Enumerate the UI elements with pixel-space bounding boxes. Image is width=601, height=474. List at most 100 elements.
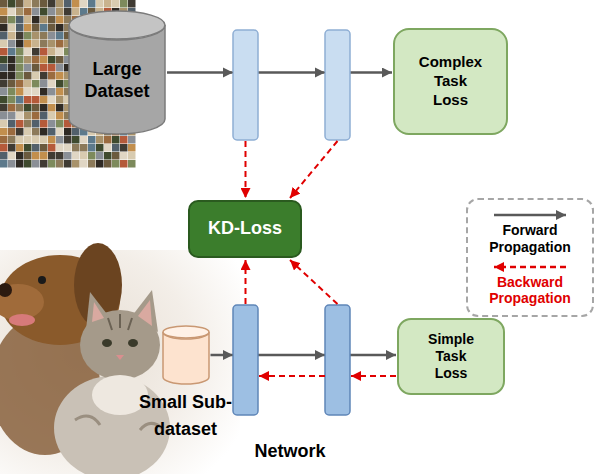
layer-block <box>325 30 350 140</box>
mosaic-tile <box>0 48 8 56</box>
mosaic-tile <box>64 160 72 168</box>
mosaic-tile <box>48 56 56 64</box>
mosaic-tile <box>72 152 80 160</box>
mosaic-tile <box>120 144 128 152</box>
mosaic-tile <box>0 24 8 32</box>
mosaic-tile <box>40 0 48 8</box>
mosaic-tile <box>56 24 64 32</box>
mosaic-tile <box>56 32 64 40</box>
mosaic-tile <box>24 88 32 96</box>
mosaic-tile <box>96 160 104 168</box>
mosaic-tile <box>40 24 48 32</box>
mosaic-tile <box>80 160 88 168</box>
mosaic-tile <box>0 0 8 8</box>
mosaic-tile <box>56 128 64 136</box>
mosaic-tile <box>24 16 32 24</box>
mosaic-tile <box>0 64 8 72</box>
loss-box: Complex Task Loss <box>393 28 508 135</box>
mosaic-tile <box>56 120 64 128</box>
mosaic-tile <box>80 136 88 144</box>
mosaic-tile <box>16 152 24 160</box>
pet-photo <box>0 243 240 474</box>
mosaic-tile <box>88 0 96 8</box>
mosaic-tile <box>0 136 8 144</box>
mosaic-tile <box>40 160 48 168</box>
mosaic-tile <box>16 160 24 168</box>
mosaic-tile <box>40 112 48 120</box>
layer-block <box>233 30 258 140</box>
mosaic-tile <box>128 144 136 152</box>
mosaic-tile <box>72 136 80 144</box>
mosaic-tile <box>88 160 96 168</box>
mosaic-tile <box>64 128 72 136</box>
mosaic-tile <box>16 80 24 88</box>
network-label: Network <box>254 441 325 462</box>
mosaic-tile <box>104 160 112 168</box>
layer-block <box>325 305 350 415</box>
mosaic-tile <box>48 80 56 88</box>
node-label: KD-Loss <box>195 218 295 240</box>
legend-sample <box>488 208 572 222</box>
mosaic-tile <box>72 128 80 136</box>
legend-sample <box>488 260 572 274</box>
mosaic-tile <box>56 96 64 104</box>
layer-block <box>233 305 258 415</box>
mosaic-tile <box>40 32 48 40</box>
mosaic-tile <box>112 0 120 8</box>
mosaic-tile <box>48 72 56 80</box>
mosaic-tile <box>32 120 40 128</box>
mosaic-tile <box>24 40 32 48</box>
mosaic-tile <box>88 152 96 160</box>
mosaic-tile <box>128 152 136 160</box>
kd-loss-box: KD-Loss <box>188 200 302 258</box>
mosaic-tile <box>48 40 56 48</box>
mosaic-tile <box>40 120 48 128</box>
mosaic-tile <box>0 104 8 112</box>
mosaic-tile <box>32 104 40 112</box>
mosaic-tile <box>8 144 16 152</box>
node-label: Large Dataset <box>75 58 159 103</box>
mosaic-tile <box>24 128 32 136</box>
mosaic-tile <box>8 96 16 104</box>
mosaic-tile <box>40 152 48 160</box>
mosaic-tile <box>64 152 72 160</box>
mosaic-tile <box>40 64 48 72</box>
mosaic-tile <box>8 80 16 88</box>
mosaic-tile <box>48 48 56 56</box>
mosaic-tile <box>48 104 56 112</box>
mosaic-tile <box>56 0 64 8</box>
mosaic-tile <box>8 160 16 168</box>
legend-text: Forward Propagation <box>476 222 584 256</box>
mosaic-tile <box>64 144 72 152</box>
mosaic-tile <box>40 40 48 48</box>
mosaic-tile <box>80 0 88 8</box>
mosaic-tile <box>32 40 40 48</box>
mosaic-tile <box>16 32 24 40</box>
mosaic-tile <box>24 144 32 152</box>
mosaic-tile <box>16 128 24 136</box>
mosaic-tile <box>24 80 32 88</box>
mosaic-tile <box>40 56 48 64</box>
mosaic-tile <box>32 128 40 136</box>
mosaic-tile <box>8 136 16 144</box>
mosaic-tile <box>120 152 128 160</box>
mosaic-tile <box>40 104 48 112</box>
mosaic-tile <box>56 56 64 64</box>
mosaic-tile <box>32 80 40 88</box>
mosaic-tile <box>32 8 40 16</box>
mosaic-tile <box>48 24 56 32</box>
mosaic-tile <box>24 32 32 40</box>
mosaic-tile <box>16 40 24 48</box>
mosaic-tile <box>8 88 16 96</box>
mosaic-tile <box>16 96 24 104</box>
mosaic-tile <box>24 8 32 16</box>
mosaic-tile <box>32 16 40 24</box>
mosaic-tile <box>112 136 120 144</box>
mosaic-tile <box>56 88 64 96</box>
node-label: Small Sub-dataset <box>130 389 242 443</box>
mosaic-tile <box>40 88 48 96</box>
mosaic-tile <box>0 72 8 80</box>
mosaic-tile <box>16 56 24 64</box>
mosaic-tile <box>40 16 48 24</box>
mosaic-tile <box>72 144 80 152</box>
